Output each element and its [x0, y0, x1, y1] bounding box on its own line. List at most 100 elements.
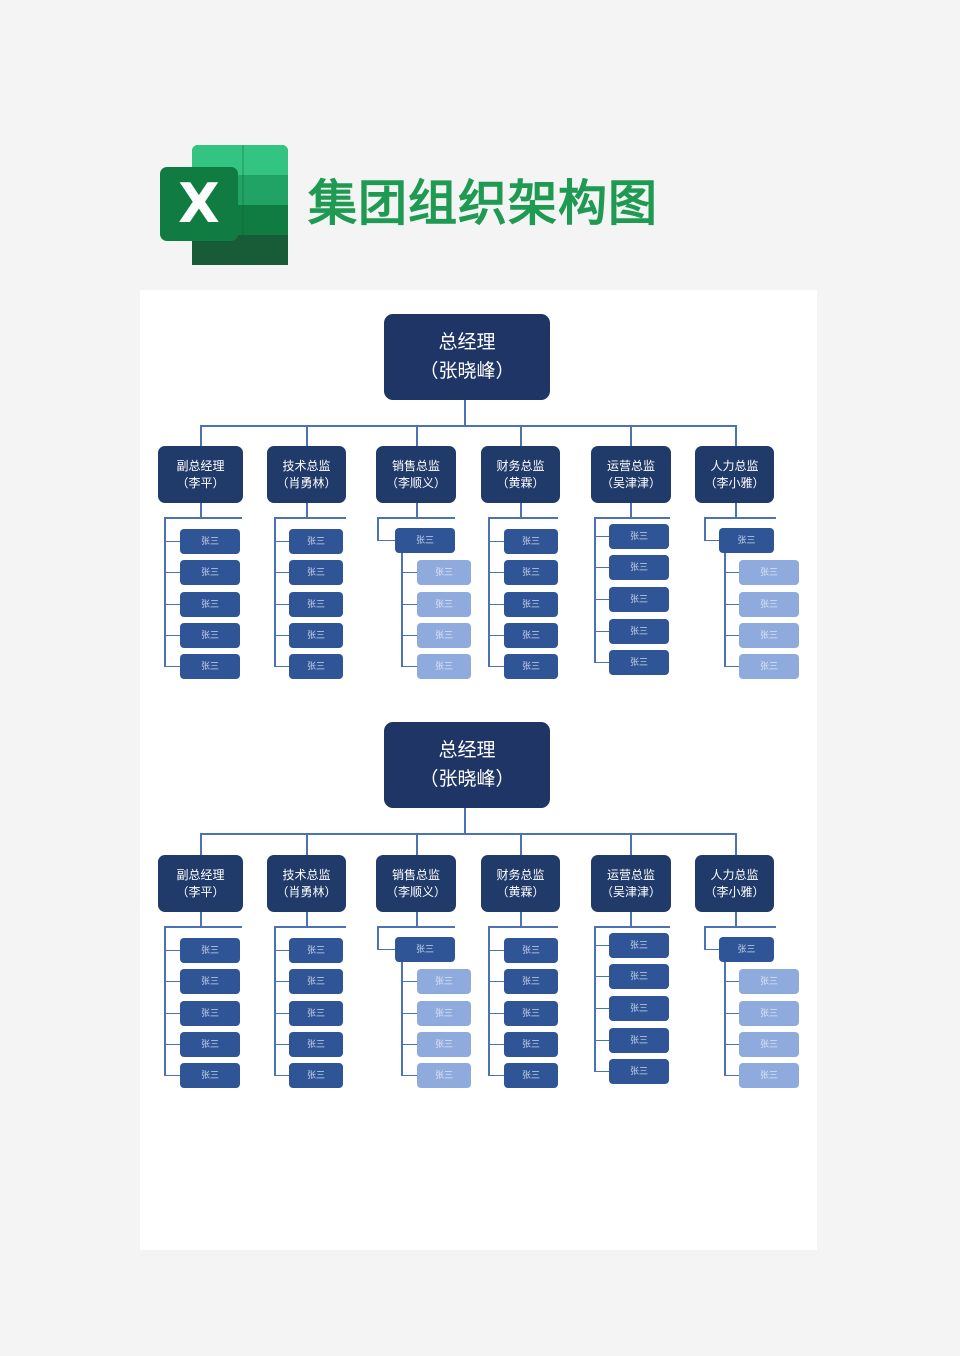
connector — [274, 1075, 289, 1076]
node-person: （吴津津） — [600, 475, 661, 490]
node-title: 财务总监 — [496, 867, 545, 882]
dept-node[interactable]: 人力总监 （李小雅） — [695, 855, 774, 912]
member-node[interactable]: 张三 — [417, 1063, 471, 1088]
dept-node[interactable]: 销售总监 （李顺义） — [376, 446, 456, 503]
member-node[interactable]: 张三 — [417, 623, 471, 648]
member-node[interactable]: 张三 — [180, 1032, 240, 1057]
member-node[interactable]: 张三 — [504, 623, 558, 648]
connector — [488, 517, 490, 667]
connector — [488, 981, 504, 982]
member-node[interactable]: 张三 — [609, 1028, 669, 1053]
member-node[interactable]: 张三 — [289, 1032, 343, 1057]
connector — [200, 833, 202, 855]
dept-node[interactable]: 运营总监 （吴津津） — [591, 446, 671, 503]
member-node[interactable]: 张三 — [417, 969, 471, 994]
member-node[interactable]: 张三 — [289, 938, 343, 963]
member-node[interactable]: 张三 — [739, 560, 799, 585]
member-node[interactable]: 张三 — [180, 1063, 240, 1088]
member-node[interactable]: 张三 — [609, 619, 669, 644]
member-node[interactable]: 张三 — [609, 524, 669, 549]
member-node[interactable]: 张三 — [739, 1032, 799, 1057]
node-title: 副总经理 — [176, 458, 225, 473]
member-node[interactable]: 张三 — [739, 1001, 799, 1026]
page-title: 集团组织架构图 — [308, 175, 659, 232]
member-node[interactable]: 张三 — [609, 650, 669, 675]
connector — [520, 425, 522, 446]
node-person: （肖勇林） — [276, 884, 337, 899]
member-name: 张三 — [629, 1066, 648, 1077]
dept-node[interactable]: 技术总监 （肖勇林） — [267, 855, 346, 912]
member-node[interactable]: 张三 — [504, 1001, 558, 1026]
dept-node[interactable]: 运营总监 （吴津津） — [591, 855, 671, 912]
member-name: 张三 — [434, 1008, 453, 1019]
member-node[interactable]: 张三 — [180, 969, 240, 994]
member-node[interactable]: 张三 — [609, 555, 669, 580]
dept-node[interactable]: 副总经理 （李平） — [158, 446, 243, 503]
member-name: 张三 — [759, 567, 778, 578]
connector — [488, 1075, 504, 1076]
member-node[interactable]: 张三 — [609, 1059, 669, 1084]
member-node[interactable]: 张三 — [417, 1032, 471, 1057]
member-node[interactable]: 张三 — [417, 654, 471, 679]
member-name: 张三 — [306, 945, 325, 956]
member-node[interactable]: 张三 — [719, 937, 774, 962]
member-node[interactable]: 张三 — [289, 623, 343, 648]
member-name: 张三 — [521, 599, 540, 610]
connector — [488, 635, 504, 636]
member-node[interactable]: 张三 — [180, 592, 240, 617]
member-node[interactable]: 张三 — [289, 1063, 343, 1088]
member-node[interactable]: 张三 — [609, 933, 669, 958]
member-name: 张三 — [521, 976, 540, 987]
member-node[interactable]: 张三 — [395, 937, 455, 962]
member-node[interactable]: 张三 — [739, 654, 799, 679]
member-node[interactable]: 张三 — [739, 1063, 799, 1088]
dept-node[interactable]: 人力总监 （李小雅） — [695, 446, 774, 503]
member-node[interactable]: 张三 — [504, 1063, 558, 1088]
member-node[interactable]: 张三 — [719, 528, 774, 553]
member-name: 张三 — [521, 1070, 540, 1081]
dept-node[interactable]: 销售总监 （李顺义） — [376, 855, 456, 912]
connector — [200, 503, 202, 517]
node-person: （张晓峰） — [419, 768, 515, 790]
member-node[interactable]: 张三 — [289, 529, 343, 554]
dept-node[interactable]: 技术总监 （肖勇林） — [267, 446, 346, 503]
member-node[interactable]: 张三 — [417, 1001, 471, 1026]
member-name: 张三 — [434, 1039, 453, 1050]
member-node[interactable]: 张三 — [417, 560, 471, 585]
member-node[interactable]: 张三 — [504, 938, 558, 963]
node-person: （李小雅） — [704, 475, 765, 490]
member-node[interactable]: 张三 — [180, 560, 240, 585]
member-node[interactable]: 张三 — [739, 969, 799, 994]
dept-node[interactable]: 财务总监 （黄霖） — [481, 855, 560, 912]
member-node[interactable]: 张三 — [504, 1032, 558, 1057]
member-node[interactable]: 张三 — [504, 560, 558, 585]
connector — [274, 950, 289, 951]
member-node[interactable]: 张三 — [180, 654, 240, 679]
member-node[interactable]: 张三 — [609, 996, 669, 1021]
member-node[interactable]: 张三 — [504, 654, 558, 679]
member-node[interactable]: 张三 — [504, 969, 558, 994]
member-node[interactable]: 张三 — [289, 969, 343, 994]
member-node[interactable]: 张三 — [417, 592, 471, 617]
member-node[interactable]: 张三 — [289, 592, 343, 617]
general-manager-node[interactable]: 总经理 （张晓峰） — [384, 722, 550, 808]
node-title: 财务总监 — [496, 458, 545, 473]
member-node[interactable]: 张三 — [609, 587, 669, 612]
general-manager-node[interactable]: 总经理 （张晓峰） — [384, 314, 550, 400]
member-node[interactable]: 张三 — [180, 1001, 240, 1026]
member-node[interactable]: 张三 — [289, 654, 343, 679]
member-node[interactable]: 张三 — [180, 623, 240, 648]
member-node[interactable]: 张三 — [609, 964, 669, 989]
member-node[interactable]: 张三 — [180, 938, 240, 963]
member-node[interactable]: 张三 — [504, 529, 558, 554]
member-node[interactable]: 张三 — [504, 592, 558, 617]
member-node[interactable]: 张三 — [395, 528, 455, 553]
dept-node[interactable]: 副总经理 （李平） — [158, 855, 243, 912]
member-node[interactable]: 张三 — [289, 1001, 343, 1026]
dept-node[interactable]: 财务总监 （黄霖） — [481, 446, 560, 503]
member-node[interactable]: 张三 — [289, 560, 343, 585]
member-name: 张三 — [521, 536, 540, 547]
member-node[interactable]: 张三 — [739, 623, 799, 648]
member-node[interactable]: 张三 — [180, 529, 240, 554]
member-node[interactable]: 张三 — [739, 592, 799, 617]
